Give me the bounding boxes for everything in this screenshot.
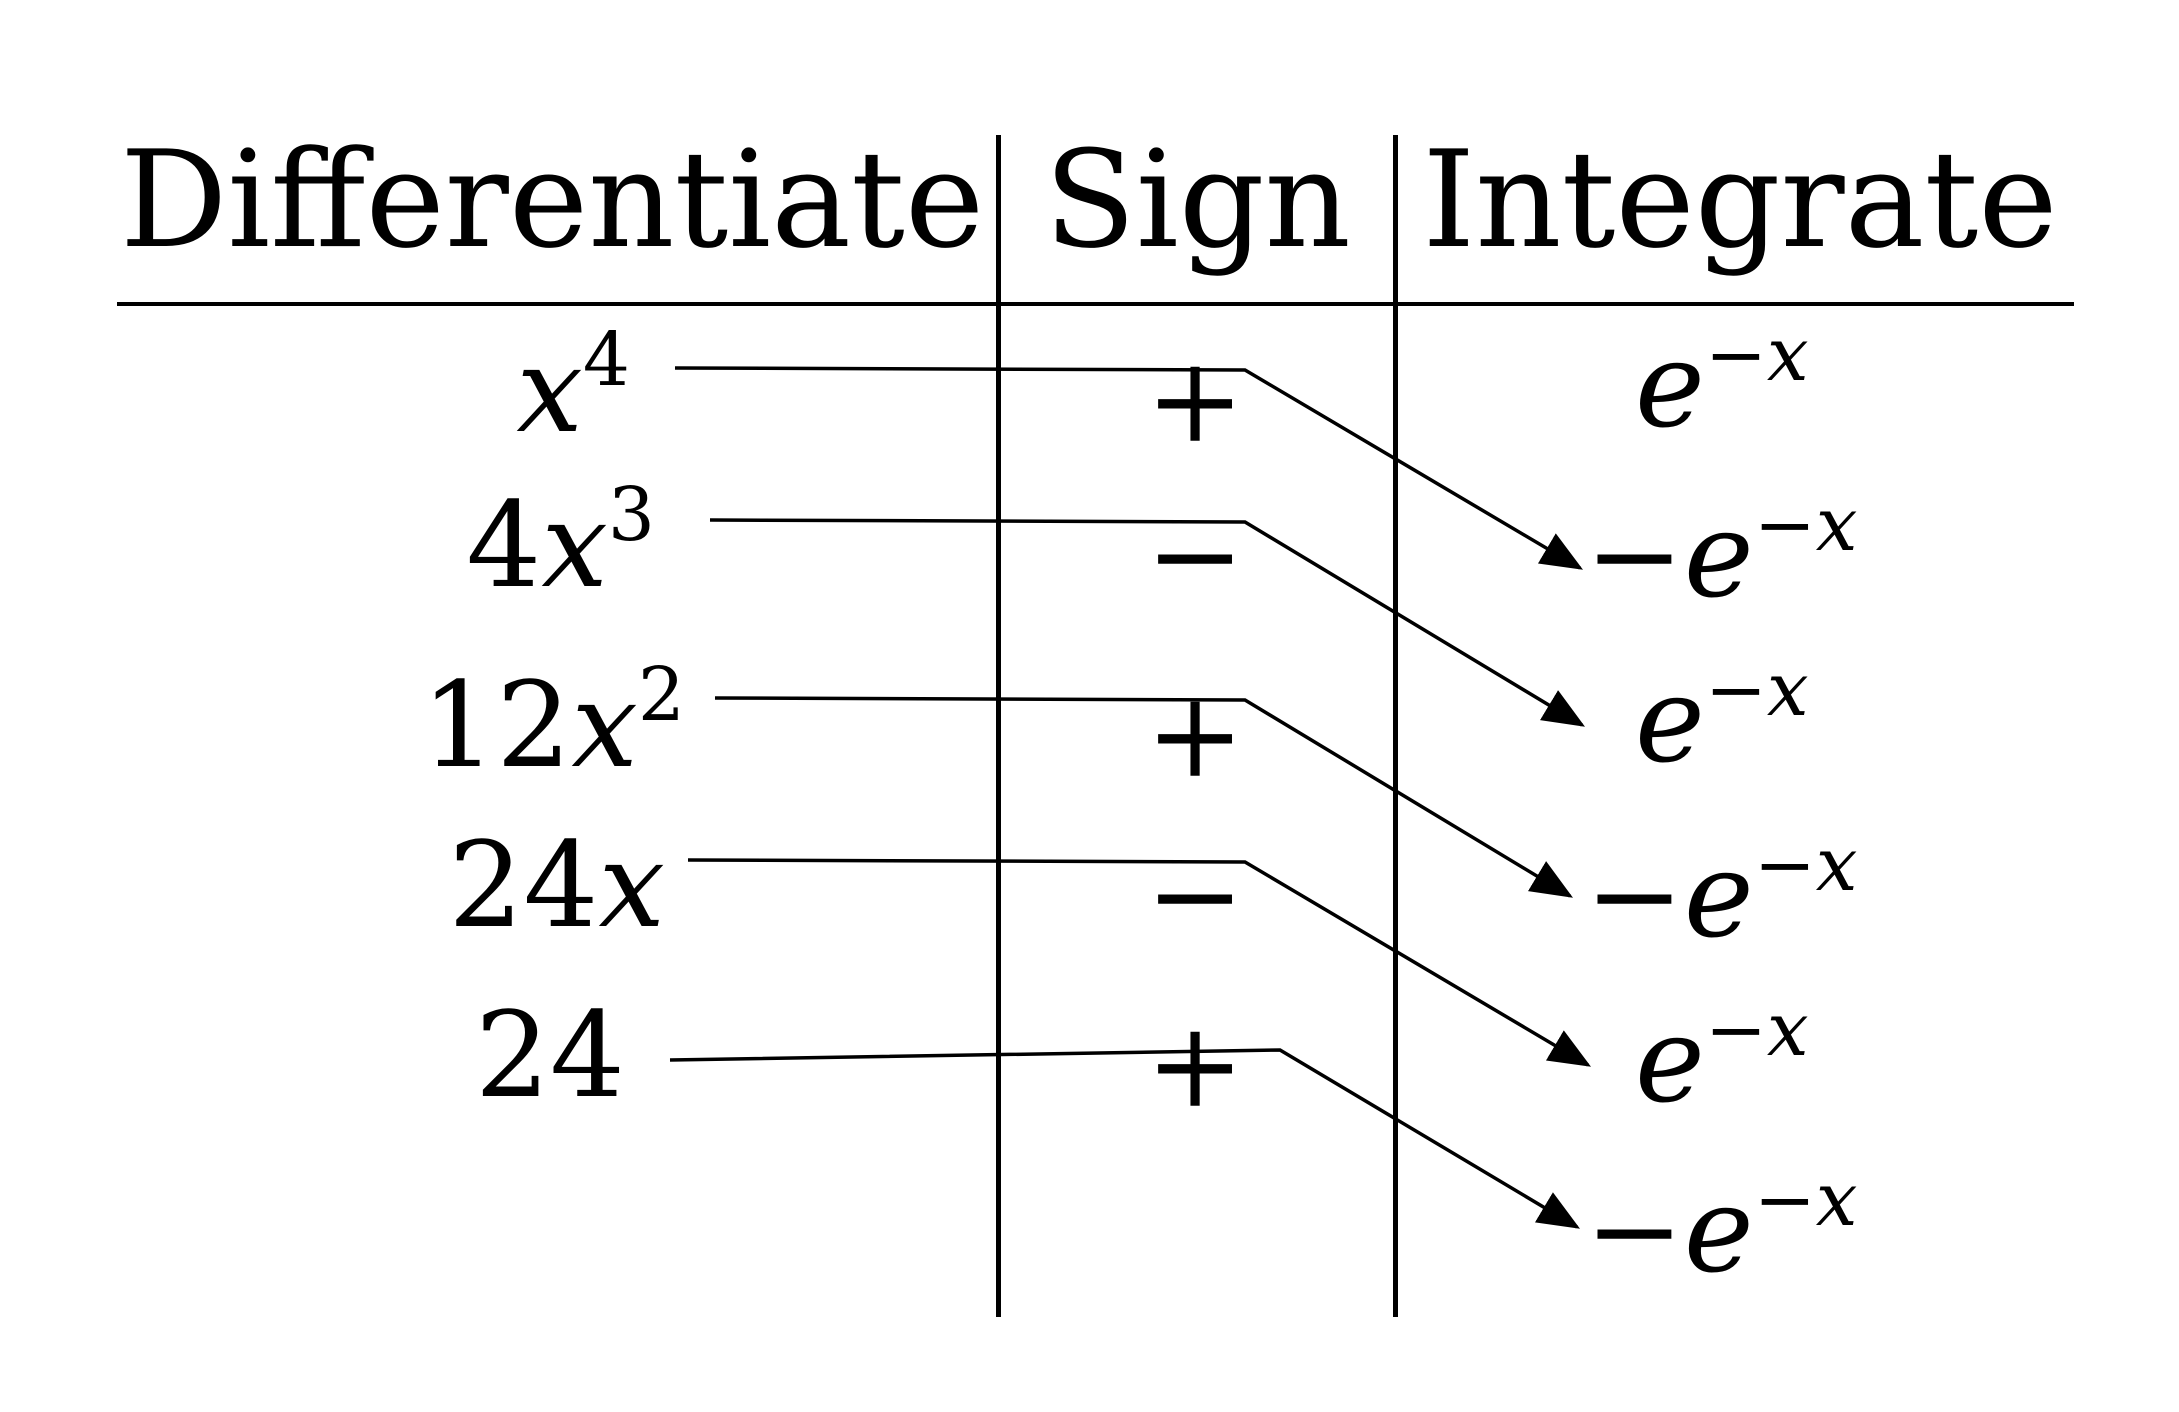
header-sign: Sign — [1044, 122, 1351, 278]
connector-arrow — [709, 518, 1585, 727]
differentiate-entry: x4 — [516, 316, 630, 459]
header-rule — [117, 302, 2074, 306]
sign-entry: − — [1145, 486, 1245, 624]
connector-arrow — [674, 366, 1584, 570]
integrate-entry: −e−x — [1585, 821, 1858, 964]
sign-entry: + — [1145, 996, 1245, 1134]
connector-arrow — [714, 696, 1573, 898]
connector-arrow — [687, 858, 1592, 1067]
differentiate-entry: 24 — [474, 986, 625, 1124]
integrate-entry: e−x — [1635, 986, 1809, 1129]
integrate-entry: −e−x — [1585, 481, 1858, 624]
header-integrate: Integrate — [1422, 122, 2058, 278]
sign-entry: + — [1145, 666, 1245, 804]
integrate-entry: −e−x — [1585, 1156, 1858, 1299]
connector-arrow — [669, 1048, 1581, 1229]
integrate-entry: e−x — [1635, 311, 1809, 454]
integrate-entry: e−x — [1635, 646, 1809, 789]
column-divider-left — [996, 135, 1001, 1317]
differentiate-entry: 24x — [448, 816, 665, 954]
header-differentiate: Differentiate — [120, 122, 985, 278]
sign-entry: + — [1145, 331, 1245, 469]
sign-entry: − — [1145, 826, 1245, 964]
differentiate-entry: 12x2 — [421, 651, 685, 794]
differentiate-entry: 4x3 — [466, 471, 655, 614]
column-divider-right — [1393, 135, 1398, 1317]
